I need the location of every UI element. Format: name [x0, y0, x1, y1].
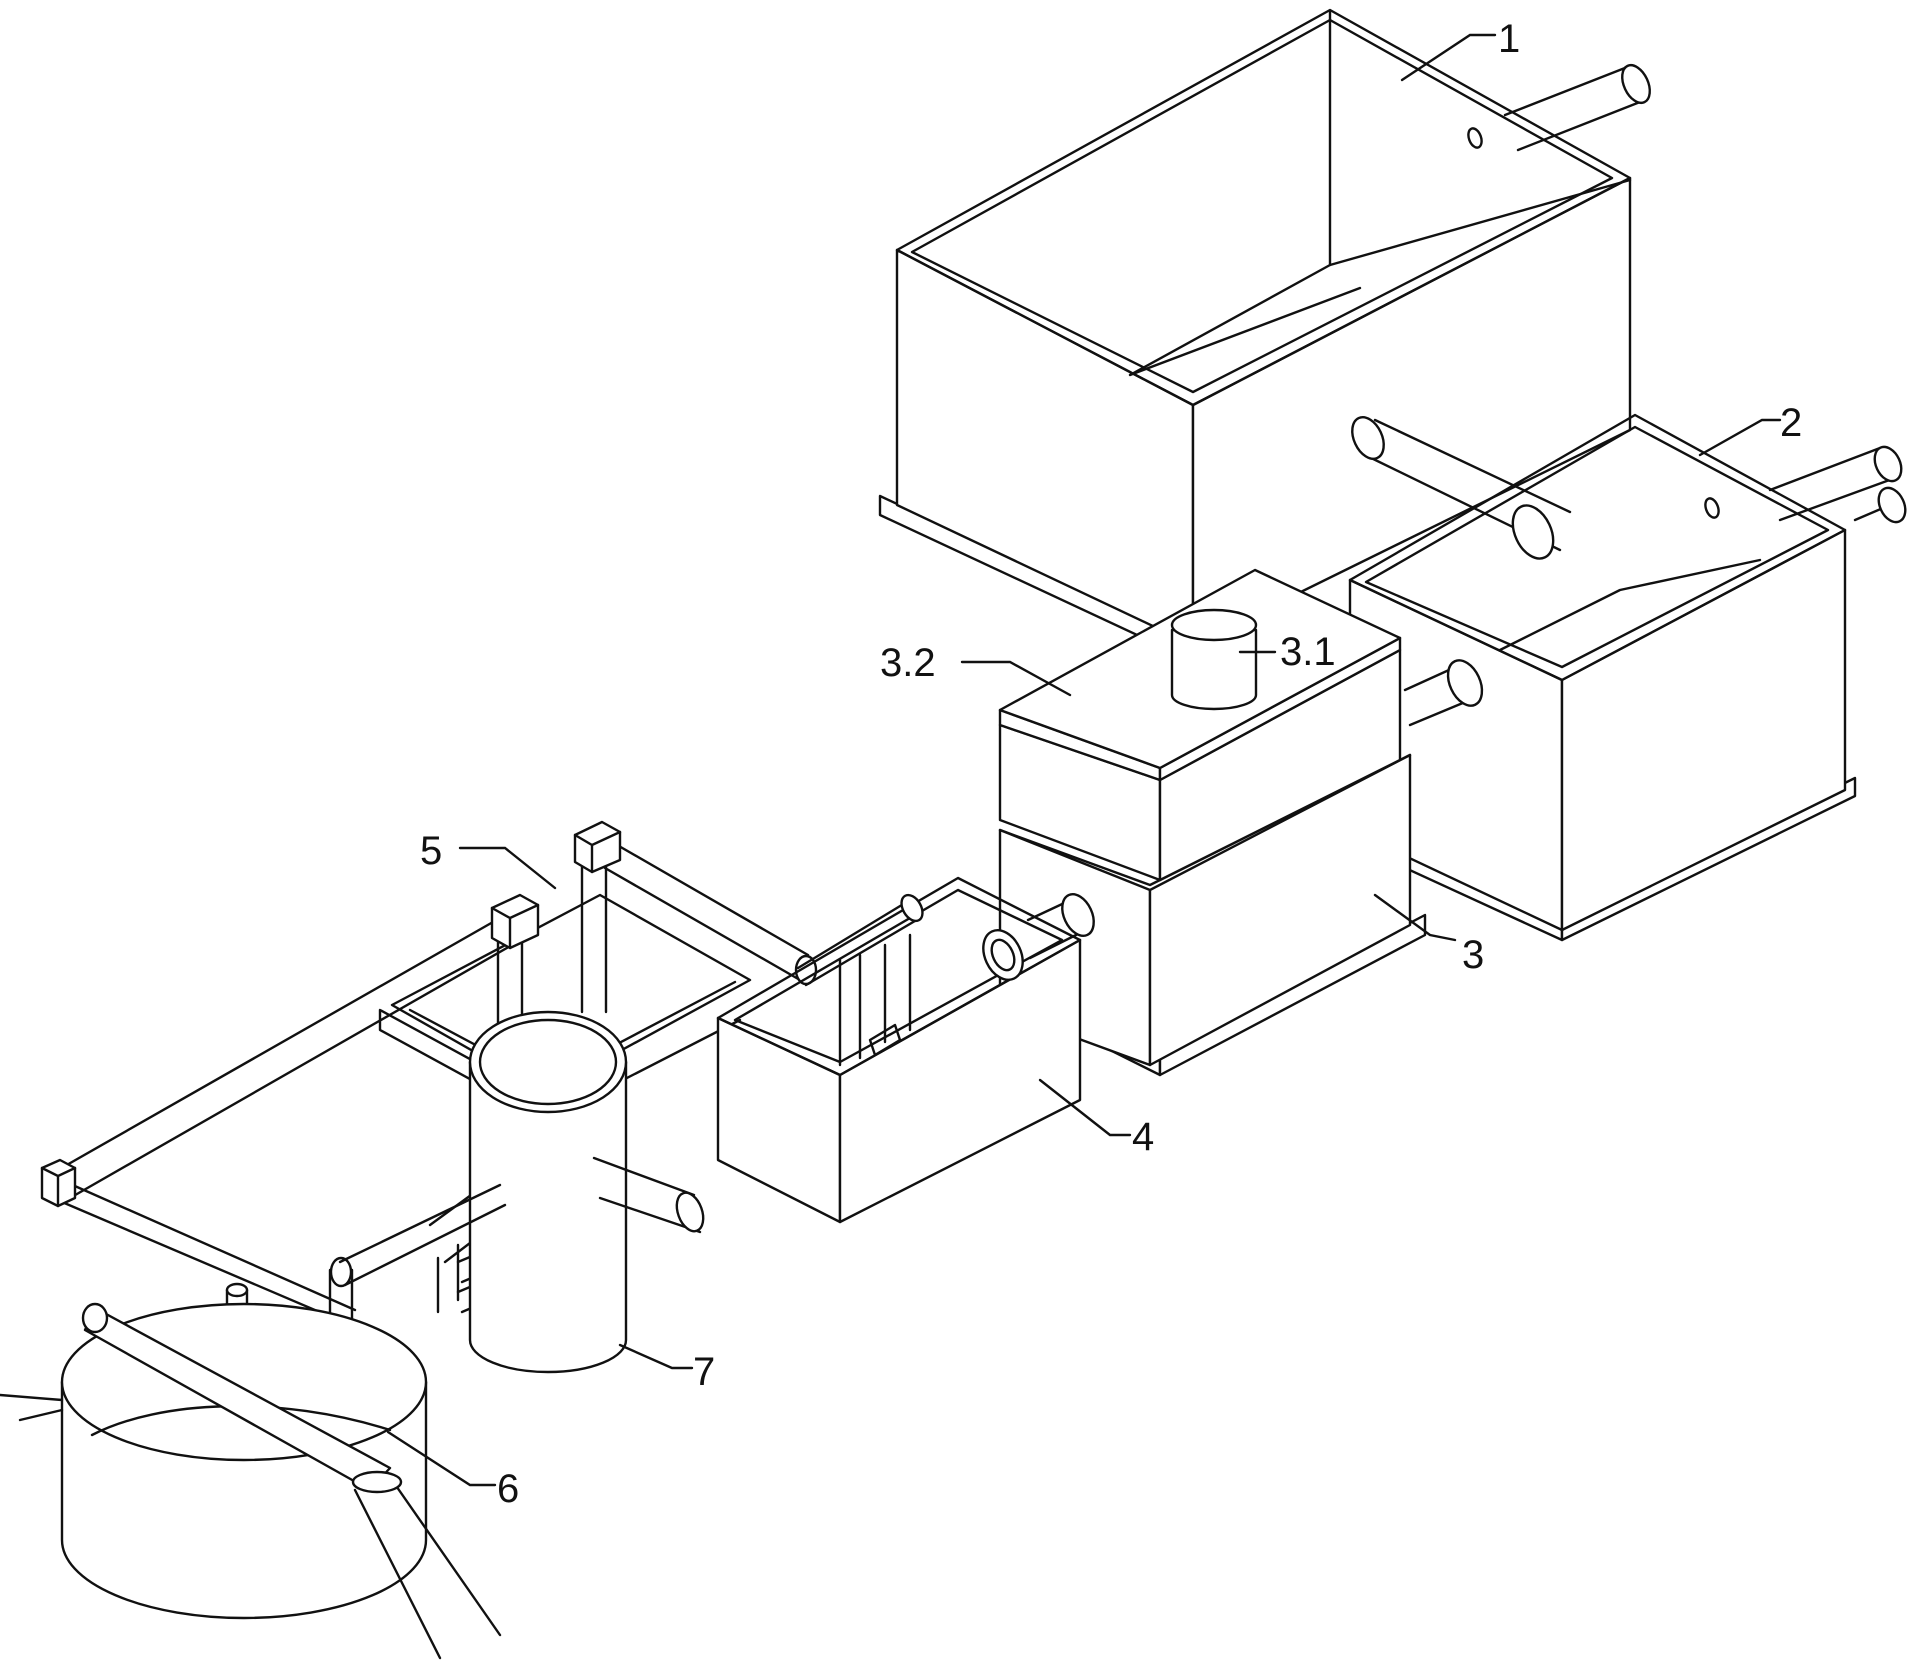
tank-1: 1 — [878, 8, 1651, 657]
basin-6: 6 — [0, 1158, 519, 1660]
label-3-1: 3.1 — [1280, 630, 1336, 674]
label-4: 4 — [1132, 1115, 1154, 1159]
label-3: 3 — [1462, 933, 1484, 977]
label-5: 5 — [420, 829, 442, 873]
label-7: 7 — [693, 1350, 715, 1394]
label-3-2: 3.2 — [880, 641, 936, 685]
unit-5: 5 — [56, 820, 818, 1200]
label-6: 6 — [497, 1467, 519, 1511]
label-2: 2 — [1780, 401, 1802, 445]
label-1: 1 — [1498, 17, 1520, 61]
box-4: 4 — [716, 876, 1154, 1224]
cylinder-7: 7 — [428, 1010, 715, 1394]
unit-3: 3.1 3.2 3 — [880, 568, 1484, 1077]
